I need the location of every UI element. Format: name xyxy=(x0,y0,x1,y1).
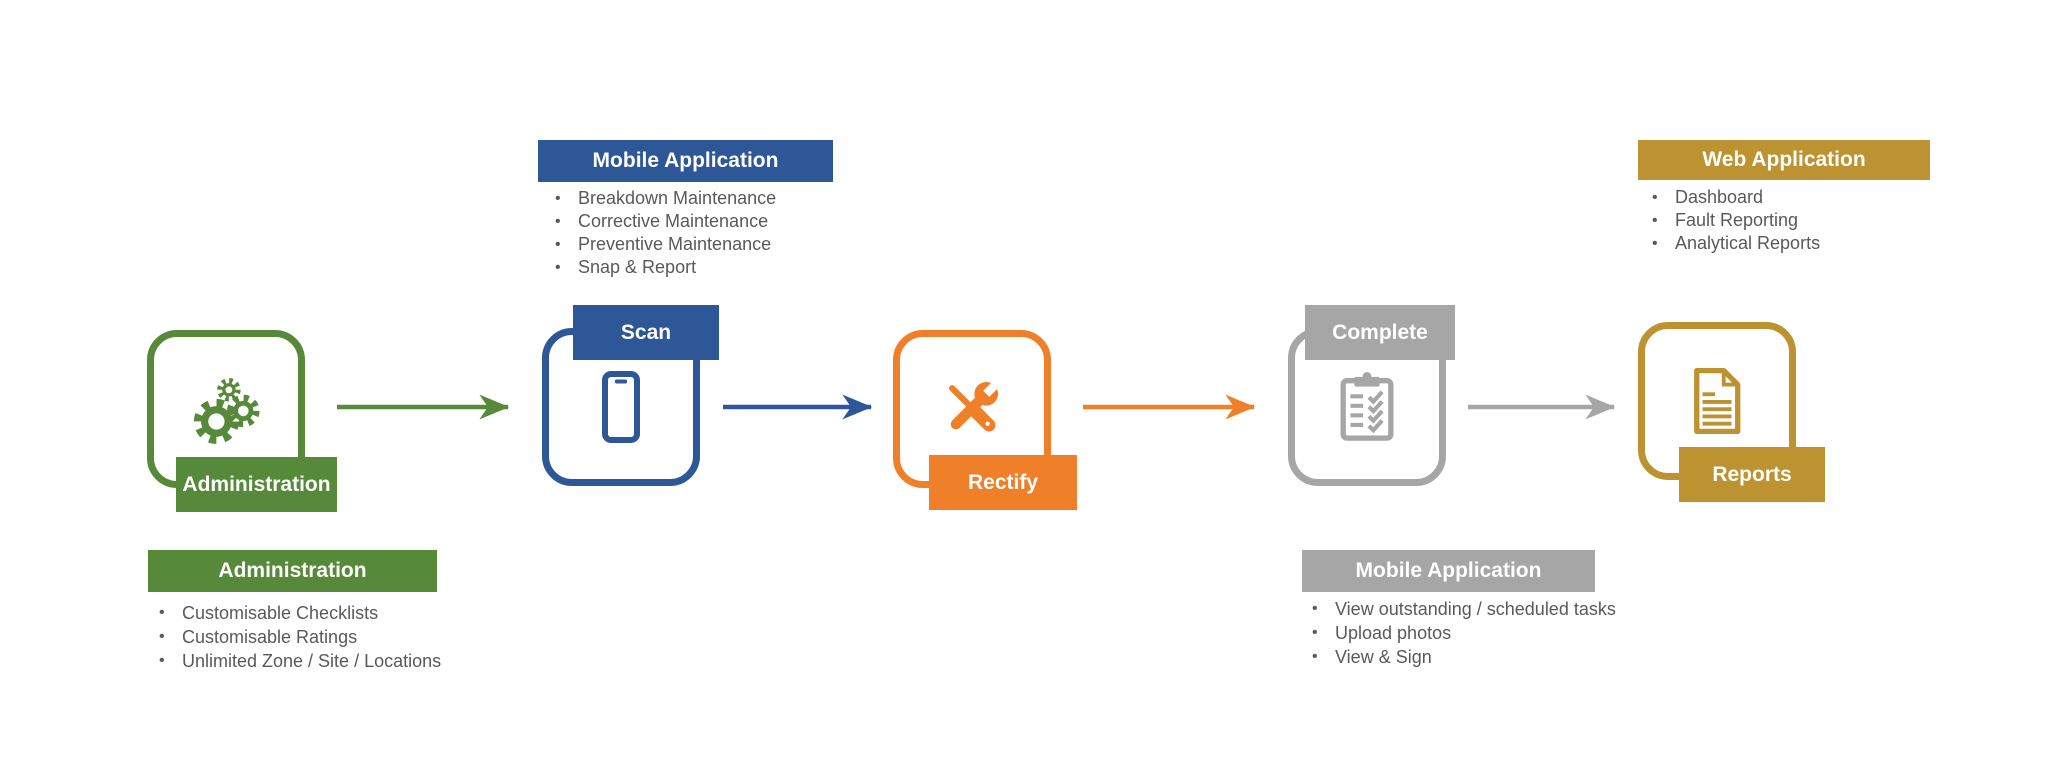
list-item: Dashboard xyxy=(1645,186,1820,209)
list-item: Preventive Maintenance xyxy=(548,233,776,256)
list-item: Corrective Maintenance xyxy=(548,210,776,233)
list-item: Customisable Checklists xyxy=(152,601,441,625)
rectify-stage-label: Rectify xyxy=(929,455,1077,510)
callout-mobile-application-bottom-list: View outstanding / scheduled tasks Uploa… xyxy=(1305,597,1616,669)
list-item: Customisable Ratings xyxy=(152,625,441,649)
callout-mobile-application-top-title: Mobile Application xyxy=(538,140,833,182)
callout-administration-list: Customisable Checklists Customisable Rat… xyxy=(152,601,441,673)
gears-icon xyxy=(193,378,260,445)
list-item: Unlimited Zone / Site / Locations xyxy=(152,649,441,673)
callout-mobile-application-top-list: Breakdown Maintenance Corrective Mainten… xyxy=(548,187,776,279)
document-icon xyxy=(1694,367,1741,435)
reports-stage-label: Reports xyxy=(1679,447,1825,502)
list-item: Analytical Reports xyxy=(1645,232,1820,255)
list-item: Snap & Report xyxy=(548,256,776,279)
list-item: Upload photos xyxy=(1305,621,1616,645)
checklist-clipboard-icon xyxy=(1340,371,1394,441)
scan-stage-label: Scan xyxy=(573,305,719,360)
callout-administration-title: Administration xyxy=(148,550,437,592)
callout-web-application-title: Web Application xyxy=(1638,140,1930,180)
tools-icon xyxy=(949,374,1006,432)
administration-stage-label: Administration xyxy=(176,457,337,512)
list-item: View outstanding / scheduled tasks xyxy=(1305,597,1616,621)
administration-stage-box xyxy=(147,330,305,488)
smartphone-icon xyxy=(602,371,640,443)
callout-web-application-list: Dashboard Fault Reporting Analytical Rep… xyxy=(1645,186,1820,255)
complete-stage-label: Complete xyxy=(1305,305,1455,360)
list-item: Fault Reporting xyxy=(1645,209,1820,232)
list-item: Breakdown Maintenance xyxy=(548,187,776,210)
list-item: View & Sign xyxy=(1305,645,1616,669)
callout-mobile-application-bottom-title: Mobile Application xyxy=(1302,550,1595,592)
